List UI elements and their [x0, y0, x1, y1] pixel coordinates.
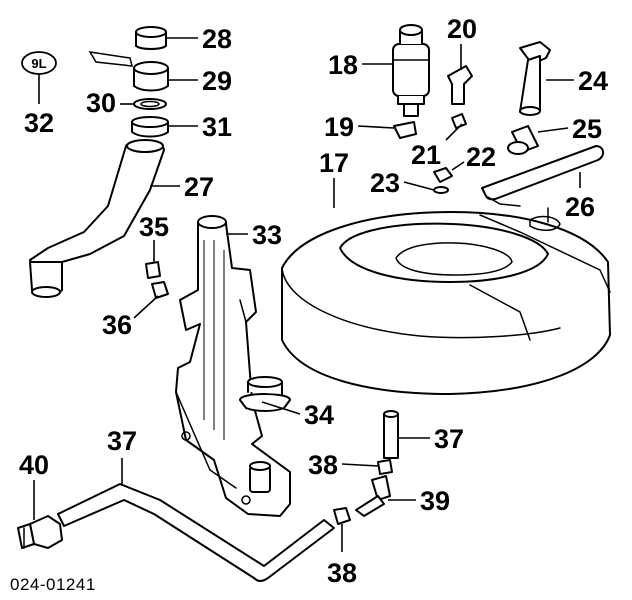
callout-26: 26 — [565, 192, 595, 222]
washer-reservoir — [281, 207, 611, 395]
callout-23: 23 — [370, 168, 400, 198]
hose-connector — [507, 125, 539, 155]
hose-elbow — [447, 65, 473, 105]
callout-22: 22 — [466, 142, 496, 172]
callout-27: 27 — [184, 172, 214, 202]
cap-seal — [88, 51, 169, 92]
badge-label: 9L — [31, 56, 46, 71]
callout-32: 32 — [24, 108, 54, 138]
callout-36: 36 — [102, 310, 132, 340]
leader-lines — [33, 37, 581, 552]
callout-25: 25 — [572, 114, 602, 144]
connector-40 — [17, 515, 63, 549]
o-ring — [133, 98, 167, 110]
grommet-35 — [145, 261, 161, 279]
callout-24: 24 — [578, 66, 608, 96]
figure-reference-number: 024-01241 — [10, 575, 96, 594]
clamp-38-upper — [377, 459, 393, 475]
filler-cap — [135, 26, 167, 50]
filler-neck — [29, 139, 165, 298]
callout-31: 31 — [202, 112, 232, 142]
hose-26 — [481, 145, 604, 207]
callout-35: 35 — [139, 212, 169, 242]
badge-9l: 9L — [21, 51, 57, 75]
callout-37-left: 37 — [107, 426, 137, 456]
callout-39: 39 — [420, 486, 450, 516]
washer-pump — [392, 24, 430, 117]
callout-17: 17 — [319, 148, 349, 178]
hose-37-left — [57, 483, 335, 582]
nozzle — [519, 41, 551, 116]
nut-22 — [433, 167, 453, 183]
callout-34: 34 — [304, 400, 334, 430]
pump-grommet — [393, 121, 417, 139]
grommet-36 — [151, 281, 169, 299]
clamp-38-lower — [333, 507, 351, 525]
filler-neck-seal — [131, 116, 169, 138]
callout-33: 33 — [252, 220, 282, 250]
callout-37-right: 37 — [434, 424, 464, 454]
callouts: 28 29 30 31 27 32 33 35 36 34 18 19 20 2… — [19, 14, 608, 588]
hose-37-right — [383, 410, 399, 459]
callout-19: 19 — [324, 112, 354, 142]
callout-20: 20 — [447, 14, 477, 44]
callout-30: 30 — [86, 88, 116, 118]
callout-28: 28 — [202, 24, 232, 54]
check-valve — [355, 475, 391, 517]
callout-18: 18 — [328, 50, 358, 80]
washer-23 — [433, 186, 449, 194]
clip-21 — [451, 113, 467, 129]
callout-38-lower: 38 — [327, 558, 357, 588]
callout-40: 40 — [19, 450, 49, 480]
callout-29: 29 — [202, 66, 232, 96]
callout-38-upper: 38 — [308, 450, 338, 480]
reservoir-bracket — [175, 215, 291, 517]
grommet-34 — [239, 376, 291, 412]
callout-21: 21 — [411, 140, 441, 170]
